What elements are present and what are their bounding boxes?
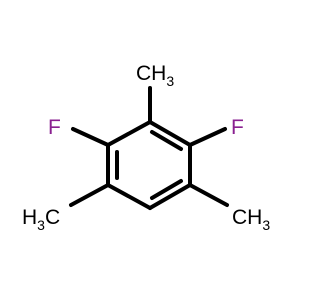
bond-fluorine-right — [188, 127, 227, 147]
ring-bond-top-right — [148, 120, 192, 147]
molecule-diagram: CH3 F F H3C CH3 — [22, 62, 270, 233]
ring-bond-bottom-left — [106, 183, 152, 210]
fluorine-left-label: F — [48, 116, 61, 139]
ring-bond-bottom-right — [148, 183, 192, 210]
fluorine-right-label: F — [231, 116, 244, 139]
structure-canvas: CH3 F F H3C CH3 — [22, 62, 271, 233]
bonds — [69, 86, 229, 210]
methyl-right-label: CH3 — [232, 206, 270, 233]
double-bond-inner-top-right — [150, 130, 183, 151]
bond-methyl-left — [69, 183, 110, 207]
methyl-top-label: CH3 — [136, 62, 174, 89]
double-bond-inner-bottom-right — [150, 179, 183, 200]
methyl-left-label: H3C — [22, 206, 60, 233]
bond-methyl-right — [188, 183, 229, 207]
ring-bond-top-left — [106, 120, 152, 147]
bond-fluorine-left — [71, 127, 110, 147]
